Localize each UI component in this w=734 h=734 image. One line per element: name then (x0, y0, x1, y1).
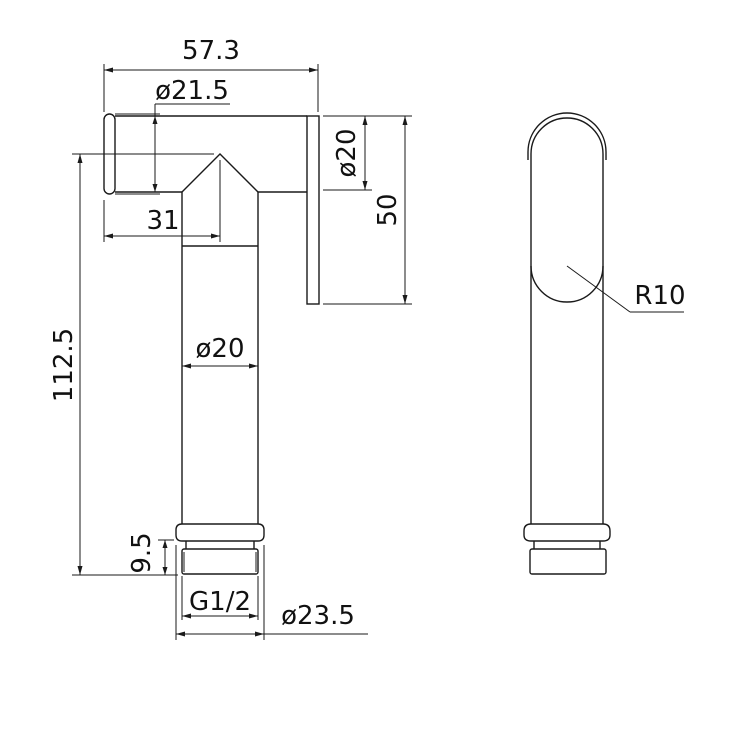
dim-thread-length: 9.5 (127, 532, 174, 575)
front-nut-collar (523, 523, 611, 542)
dim-flange-diameter: ø20 (323, 115, 372, 191)
wall-flange (306, 115, 320, 305)
dim-flange-height: 50 (323, 115, 412, 305)
thread-spec-label: G1/2 (189, 587, 251, 617)
thread-section (181, 548, 259, 575)
dim-head-diameter: ø21.5 (115, 76, 230, 195)
radius-label: R10 (634, 281, 685, 311)
body-chevron (181, 153, 259, 193)
head-top-arc-inner (530, 117, 604, 166)
overall-height-label: 112.5 (49, 328, 79, 402)
dim-nut-diameter: ø23.5 (175, 545, 368, 640)
head-bottom-arc (530, 265, 604, 303)
dim-head-offset: 31 (103, 160, 221, 242)
nut-diameter-label: ø23.5 (281, 601, 355, 631)
front-view: R10 (523, 112, 686, 575)
flange-diameter-label: ø20 (332, 129, 362, 178)
body-diameter-label: ø20 (196, 334, 245, 364)
dim-body-diameter: ø20 (182, 334, 258, 369)
head-top-arc-outer (527, 112, 607, 160)
overall-width-label: 57.3 (182, 36, 240, 66)
dim-overall-height: 112.5 (49, 153, 214, 576)
head-diameter-label: ø21.5 (155, 76, 229, 106)
nut-collar (175, 523, 265, 542)
head-offset-label: 31 (146, 206, 179, 236)
thread-length-label: 9.5 (127, 532, 157, 573)
side-view (103, 113, 320, 575)
dim-overall-width: 57.3 (103, 36, 319, 112)
front-thread-section (529, 548, 607, 575)
flange-height-label: 50 (373, 193, 403, 226)
dim-thread-spec: G1/2 (181, 576, 259, 620)
